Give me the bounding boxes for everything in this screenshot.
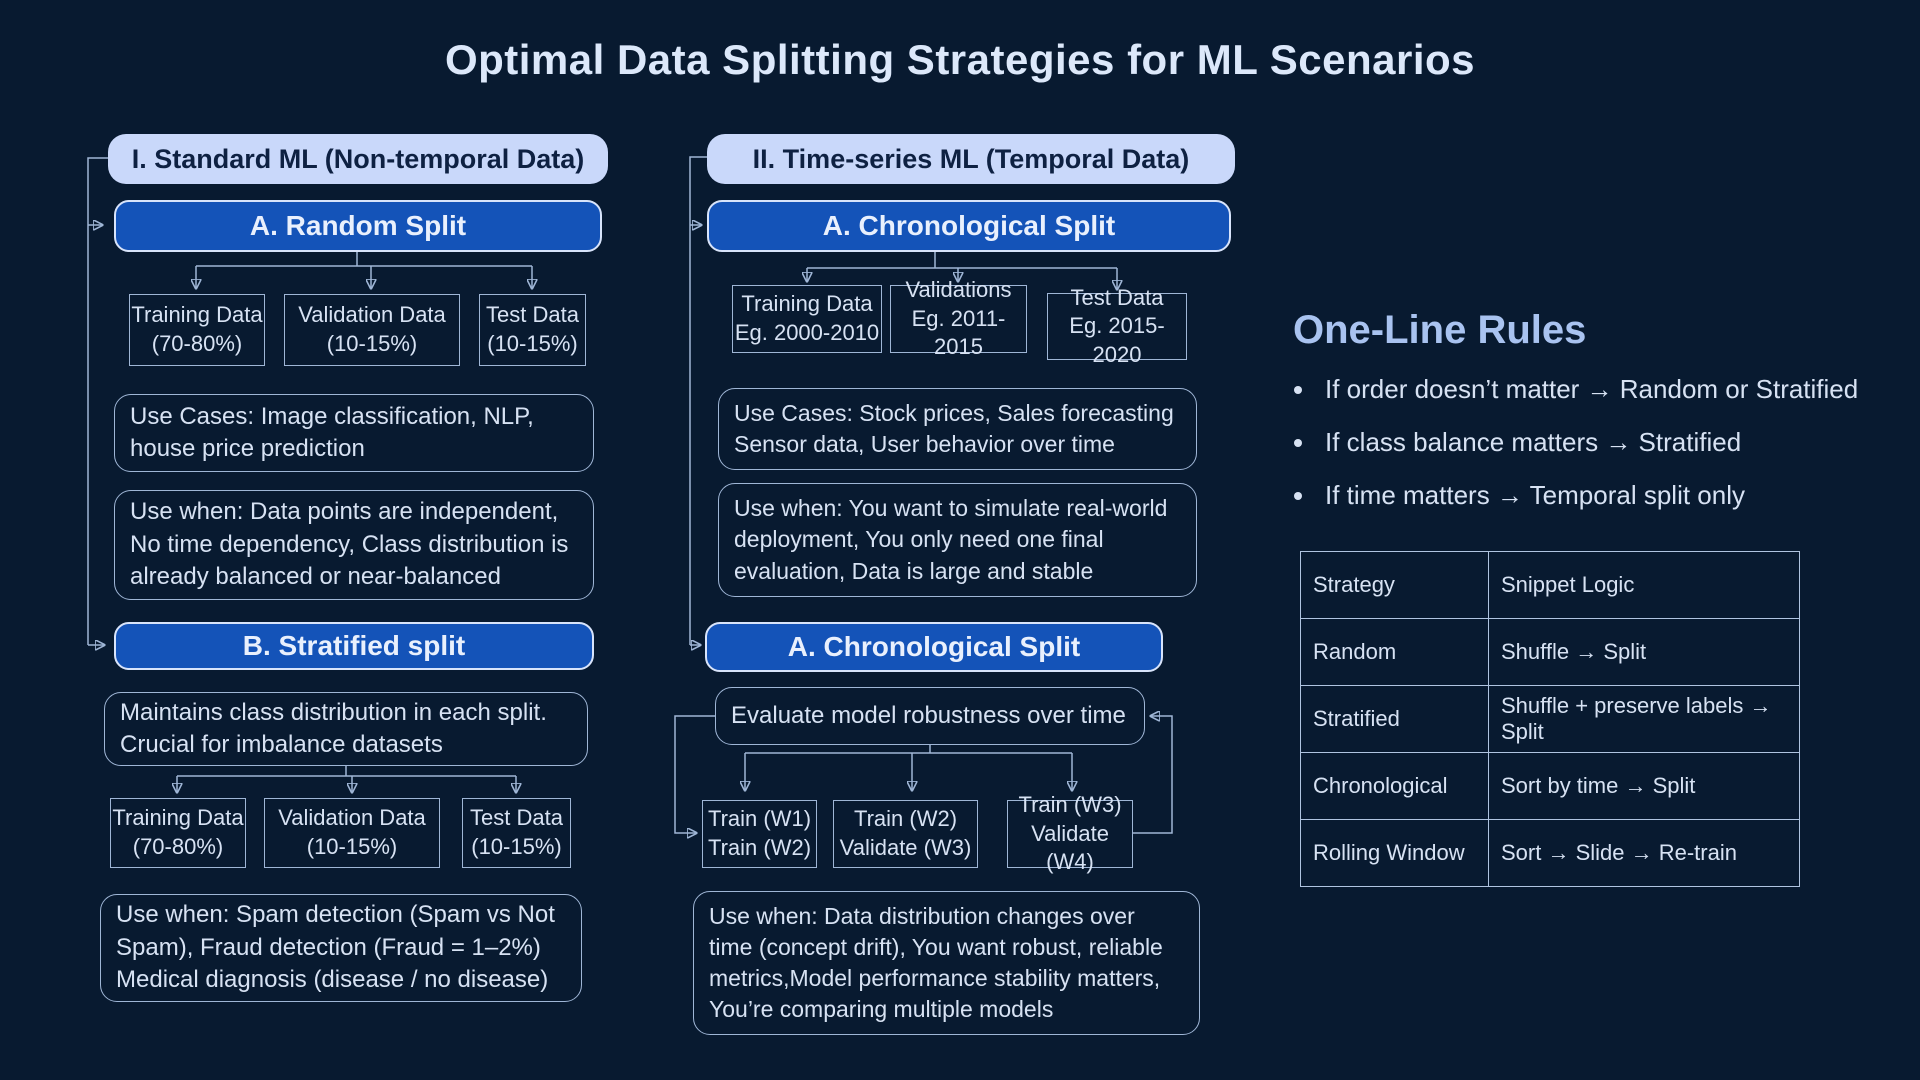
subsection-chronological-split: A. Chronological Split bbox=[707, 200, 1231, 252]
stratified-use-when-box: Use when: Spam detection (Spam vs Not Sp… bbox=[100, 894, 582, 1002]
split-detail: Eg. 2011-2015 bbox=[911, 305, 1006, 360]
split-label: Test Data bbox=[486, 302, 579, 328]
connector-middle-bracket bbox=[689, 156, 707, 645]
connector-random-fork bbox=[196, 252, 532, 288]
connector-stratified-fork bbox=[177, 766, 516, 792]
section-header-standard-ml: I. Standard ML (Non-temporal Data) bbox=[108, 134, 608, 184]
stratified-use-when-text: Use when: Spam detection (Spam vs Not Sp… bbox=[116, 901, 555, 994]
split-label: Training Data bbox=[741, 291, 873, 317]
section-header-timeseries-ml: II. Time-series ML (Temporal Data) bbox=[707, 134, 1235, 184]
random-use-when-text: Use when: Data points are independent, N… bbox=[130, 498, 569, 591]
window-line: Train (W2) bbox=[853, 806, 958, 832]
subsection-random-split-label: A. Random Split bbox=[249, 210, 467, 241]
split-label: Validations bbox=[905, 277, 1012, 303]
chronological-use-cases-text: Use Cases: Stock prices, Sales forecasti… bbox=[734, 399, 1174, 457]
rolling-window1-box: Train (W1) Train (W2) bbox=[702, 800, 817, 868]
split-detail: (10-15%) bbox=[487, 331, 578, 356]
split-label: Validation Data bbox=[278, 805, 426, 831]
table-row: Rolling Window Sort → Slide → Re-train bbox=[1300, 819, 1800, 887]
random-training-box: Training Data (70-80%) bbox=[129, 294, 265, 366]
table-cell: Sort by time → Split bbox=[1488, 752, 1800, 820]
subsection-stratified-split: B. Stratified split bbox=[114, 622, 594, 670]
rule-text: If time matters → Temporal split only bbox=[1325, 480, 1745, 511]
window-line: Train (W2) bbox=[707, 835, 812, 860]
split-detail: (10-15%) bbox=[471, 834, 562, 859]
chronological-use-when-text: Use when: You want to simulate real-worl… bbox=[734, 495, 1168, 584]
subsection-stratified-split-label: B. Stratified split bbox=[242, 630, 466, 661]
split-label: Training Data bbox=[131, 302, 263, 328]
chronological-test-box: Test Data Eg. 2015-2020 bbox=[1047, 285, 1187, 367]
rules-list: If order doesn’t matter → Random or Stra… bbox=[1295, 374, 1915, 534]
chronological-use-when-box: Use when: You want to simulate real-worl… bbox=[718, 483, 1197, 597]
strategy-table: Strategy Snippet Logic Random Shuffle → … bbox=[1300, 551, 1800, 887]
stratified-training-box: Training Data (70-80%) bbox=[110, 798, 246, 868]
rule-item: If class balance matters → Stratified bbox=[1317, 427, 1915, 458]
chronological-validation-box: Validations Eg. 2011-2015 bbox=[890, 277, 1027, 359]
section-header-timeseries-ml-label: II. Time-series ML (Temporal Data) bbox=[752, 143, 1190, 174]
window-line: Train (W3) bbox=[1018, 792, 1122, 818]
table-cell: Random bbox=[1300, 618, 1489, 686]
table-cell: Shuffle → Split bbox=[1488, 618, 1800, 686]
table-row: Stratified Shuffle + preserve labels → S… bbox=[1300, 685, 1800, 753]
random-use-cases-box: Use Cases: Image classification, NLP, ho… bbox=[114, 394, 594, 472]
table-cell: Sort → Slide → Re-train bbox=[1488, 819, 1800, 887]
subsection-rolling-window: A. Chronological Split bbox=[705, 622, 1163, 672]
rolling-window3-box: Train (W3) Validate (W4) bbox=[1007, 792, 1133, 874]
rolling-use-when-text: Use when: Data distribution changes over… bbox=[709, 902, 1163, 1023]
table-header-row: Strategy Snippet Logic bbox=[1300, 551, 1800, 619]
random-validation-box: Validation Data (10-15%) bbox=[284, 294, 460, 366]
random-test-box: Test Data (10-15%) bbox=[479, 294, 586, 366]
chronological-training-box: Training Data Eg. 2000-2010 bbox=[732, 285, 882, 353]
split-detail: (70-80%) bbox=[132, 834, 224, 859]
split-label: Test Data bbox=[1070, 284, 1164, 310]
chronological-use-cases-box: Use Cases: Stock prices, Sales forecasti… bbox=[718, 388, 1197, 470]
table-cell: Rolling Window bbox=[1300, 819, 1489, 887]
rule-text: If class balance matters → Stratified bbox=[1325, 427, 1742, 458]
window-line: Validate (W3) bbox=[839, 835, 972, 860]
split-label: Test Data bbox=[470, 805, 563, 831]
rule-item: If order doesn’t matter → Random or Stra… bbox=[1317, 374, 1915, 405]
rolling-description-box: Evaluate model robustness over time bbox=[715, 687, 1145, 745]
split-detail: (10-15%) bbox=[326, 331, 418, 356]
rolling-description-text: Evaluate model robustness over time bbox=[731, 701, 1126, 729]
subsection-rolling-window-label: A. Chronological Split bbox=[787, 631, 1081, 662]
table-header-strategy: Strategy bbox=[1300, 551, 1489, 619]
subsection-chronological-split-label: A. Chronological Split bbox=[822, 210, 1116, 241]
page-title: Optimal Data Splitting Strategies for ML… bbox=[444, 36, 1476, 83]
subsection-random-split: A. Random Split bbox=[114, 200, 602, 252]
window-line: Validate (W4) bbox=[1031, 820, 1109, 875]
split-detail: Eg. 2015-2020 bbox=[1069, 313, 1165, 367]
split-detail: (10-15%) bbox=[306, 834, 398, 859]
table-row: Random Shuffle → Split bbox=[1300, 618, 1800, 686]
table-header-snippet-logic: Snippet Logic bbox=[1488, 551, 1800, 619]
random-use-when-box: Use when: Data points are independent, N… bbox=[114, 490, 594, 600]
section-header-standard-ml-label: I. Standard ML (Non-temporal Data) bbox=[131, 143, 585, 174]
connector-left-bracket bbox=[87, 157, 108, 645]
split-detail: (70-80%) bbox=[151, 331, 243, 356]
stratified-description-box: Maintains class distribution in each spl… bbox=[104, 692, 588, 766]
stratified-test-box: Test Data (10-15%) bbox=[462, 798, 571, 868]
random-use-cases-text: Use Cases: Image classification, NLP, ho… bbox=[130, 402, 534, 462]
table-cell: Shuffle + preserve labels → Split bbox=[1488, 685, 1800, 753]
rolling-use-when-box: Use when: Data distribution changes over… bbox=[693, 891, 1200, 1035]
rule-item: If time matters → Temporal split only bbox=[1317, 480, 1915, 511]
table-row: Chronological Sort by time → Split bbox=[1300, 752, 1800, 820]
table-cell: Chronological bbox=[1300, 752, 1489, 820]
split-label: Validation Data bbox=[298, 302, 446, 328]
window-line: Train (W1) bbox=[707, 806, 812, 832]
rule-text: If order doesn’t matter → Random or Stra… bbox=[1325, 374, 1859, 404]
split-label: Training Data bbox=[112, 805, 244, 831]
stratified-description-text: Maintains class distribution in each spl… bbox=[120, 698, 547, 758]
stratified-validation-box: Validation Data (10-15%) bbox=[264, 798, 440, 868]
rolling-window2-box: Train (W2) Validate (W3) bbox=[833, 800, 978, 868]
table-cell: Stratified bbox=[1300, 685, 1489, 753]
rules-heading: One-Line Rules bbox=[1293, 308, 1587, 352]
split-detail: Eg. 2000-2010 bbox=[734, 320, 880, 345]
